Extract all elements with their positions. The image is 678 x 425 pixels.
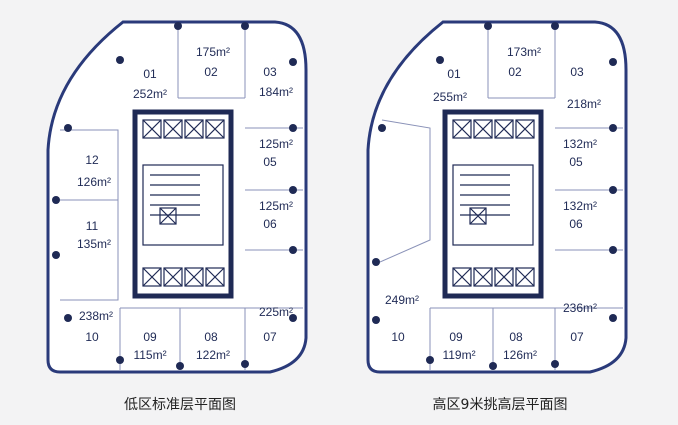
room-area: 119m² [442,348,475,362]
void-outline [379,119,431,263]
room-area: 125m² [259,199,293,213]
room-no: 02 [204,65,218,79]
room-no: 08 [204,330,218,344]
room-area: 125m² [259,137,293,151]
room-no: 07 [570,330,584,344]
room-no: 10 [391,330,405,344]
room-area: 225m² [259,305,293,319]
room-no: 07 [263,330,277,344]
room-labels: 01 252m² 175m² 02 03 184m² 125m² 05 125m… [77,45,293,362]
room-no: 09 [449,330,463,344]
core-block [132,109,234,299]
room-area: 249m² [385,293,419,307]
room-no: 10 [85,330,99,344]
room-area: 122m² [196,348,230,362]
room-no: 01 [447,67,461,81]
room-no: 02 [508,65,522,79]
room-no: 11 [86,219,99,233]
room-no: 06 [263,217,277,231]
room-no: 01 [143,67,157,81]
elevator-bank [142,119,225,287]
core-block [442,109,544,299]
high-zone-floor-plan: 01 255m² 173m² 02 03 218m² 132m² 05 132m… [366,20,628,413]
plan-caption: 高区9米挑高层平面图 [433,396,568,413]
room-no: 09 [143,330,157,344]
room-area: 126m² [503,348,537,362]
room-area: 132m² [563,137,597,151]
partitions [60,25,303,370]
room-no: 12 [85,153,99,167]
room-area: 255m² [433,90,467,104]
room-area: 126m² [77,175,111,189]
room-no: 03 [570,65,584,79]
room-area: 175m² [196,45,230,59]
room-area: 135m² [77,237,111,251]
elevator-bank [452,119,535,287]
room-area: 238m² [79,309,113,323]
room-area: 132m² [563,199,597,213]
room-labels: 01 255m² 173m² 02 03 218m² 132m² 05 132m… [385,45,601,362]
room-no: 05 [263,155,277,169]
columns [372,22,617,370]
room-no: 05 [569,155,583,169]
room-area: 115m² [133,348,166,362]
inner-corridor [60,129,119,301]
room-area: 184m² [259,85,293,99]
room-area: 173m² [507,45,541,59]
room-no: 08 [509,330,523,344]
columns [52,22,297,370]
plan-caption: 低区标准层平面图 [124,397,236,413]
room-area: 236m² [563,301,597,315]
low-zone-floor-plan: 01 252m² 175m² 02 03 184m² 125m² 05 125m… [46,20,308,413]
room-no: 03 [263,65,277,79]
room-area: 252m² [133,87,167,101]
room-area: 218m² [567,97,601,111]
room-no: 06 [569,217,583,231]
